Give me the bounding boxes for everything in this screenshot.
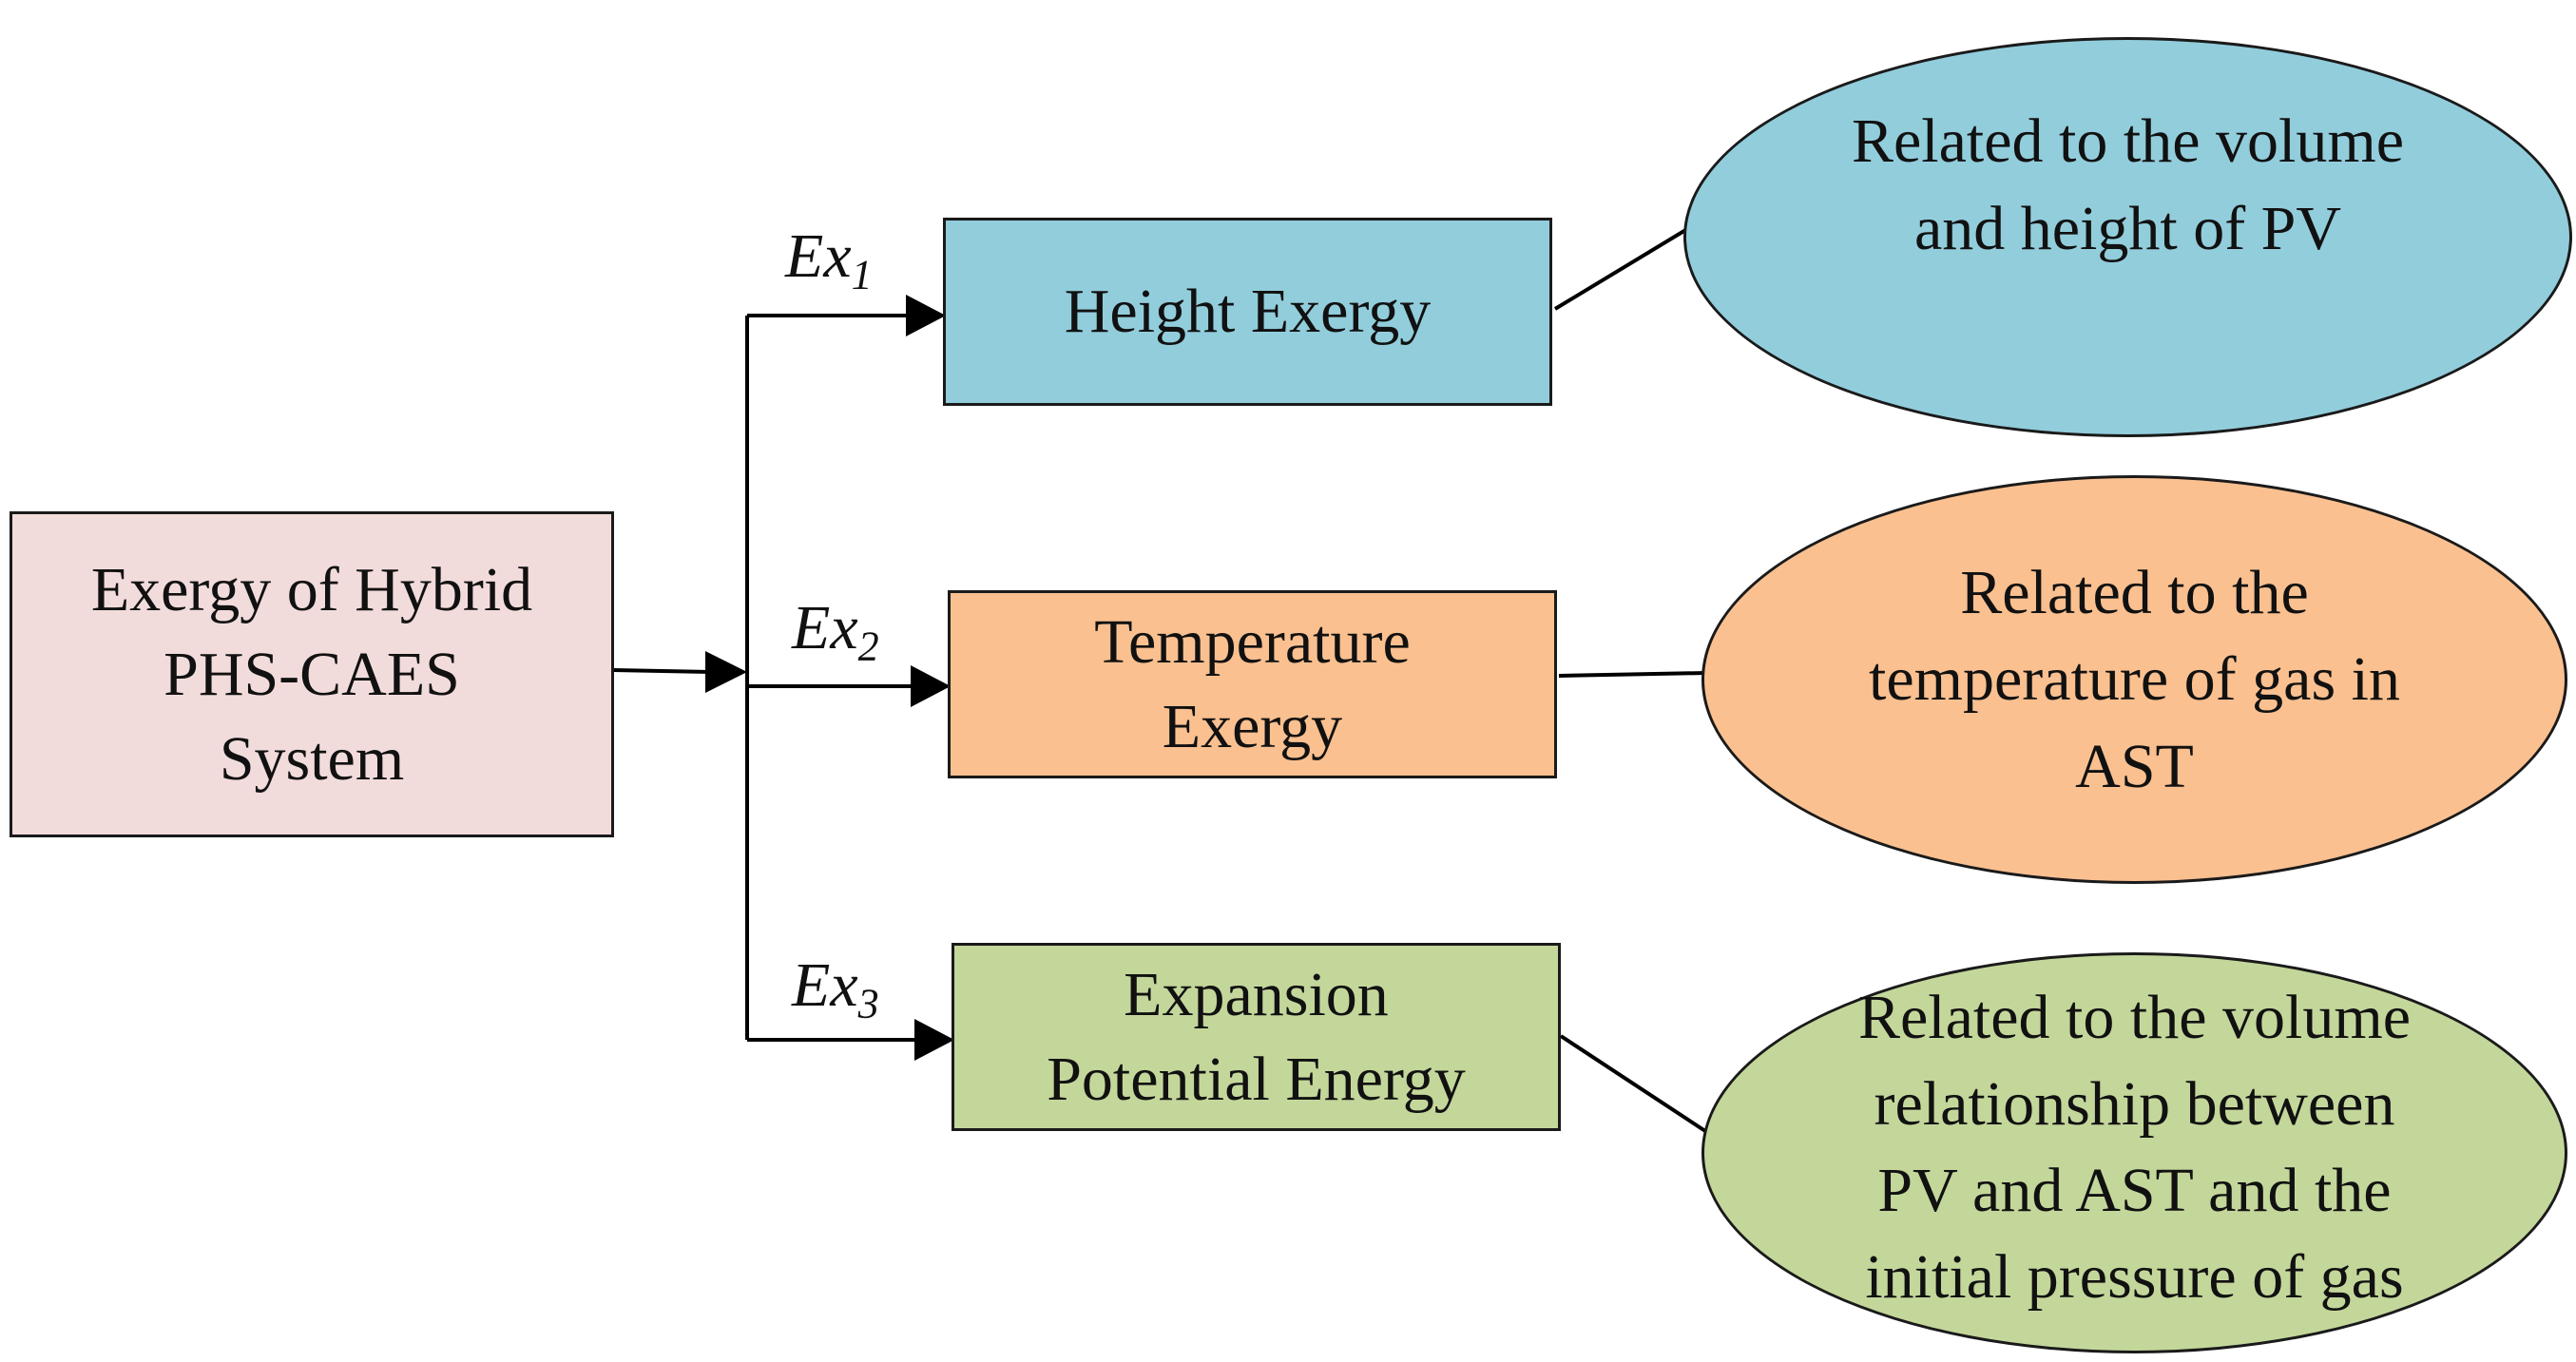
height-exergy-box: Height Exergy bbox=[943, 218, 1552, 406]
arrowhead-source bbox=[705, 651, 747, 693]
temperature-exergy-box: Temperature Exergy bbox=[948, 590, 1557, 778]
link-height-to-note bbox=[1553, 227, 1689, 311]
arrowhead-branch-2 bbox=[911, 665, 951, 707]
source-box: Exergy of Hybrid PHS-CAES System bbox=[10, 511, 614, 837]
edge-label-ex1: Ex1 bbox=[785, 221, 873, 298]
edge-label-ex3: Ex3 bbox=[792, 950, 879, 1027]
link-expansion-to-note bbox=[1559, 1034, 1710, 1135]
expansion-potential-energy-box: Expansion Potential Energy bbox=[952, 943, 1561, 1131]
link-temperature-to-note bbox=[1558, 671, 1707, 678]
arrowhead-branch-1 bbox=[906, 295, 946, 336]
expansion-energy-note: Related to the volume relationship betwe… bbox=[1701, 952, 2567, 1353]
source-label: Exergy of Hybrid PHS-CAES System bbox=[90, 554, 533, 795]
temperature-exergy-note: Related to the temperature of gas in AST bbox=[1701, 475, 2567, 884]
height-exergy-note: Related to the volume and height of PV bbox=[1683, 37, 2572, 437]
connector-source-to-trunk bbox=[612, 668, 712, 674]
arrowhead-branch-3 bbox=[914, 1019, 954, 1061]
edge-label-ex2: Ex2 bbox=[792, 593, 879, 670]
